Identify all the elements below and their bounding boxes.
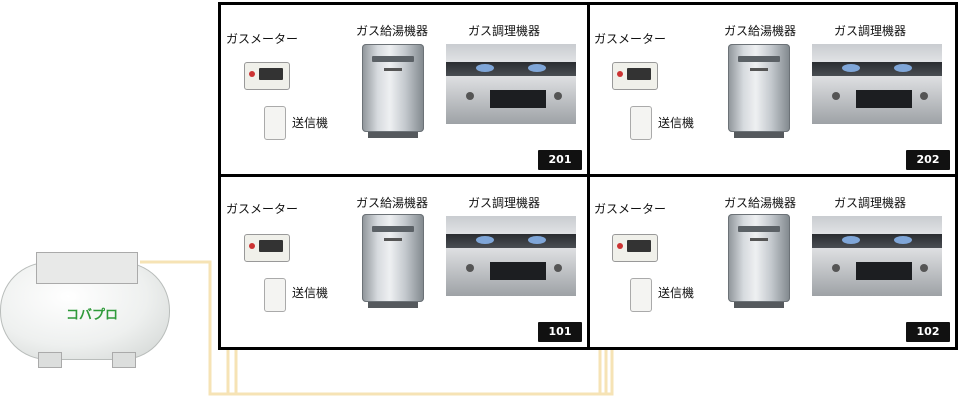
- transmitter-label: 送信機: [292, 286, 329, 300]
- gas-meter-icon: [244, 62, 290, 90]
- water-heater-label: ガス給湯機器: [356, 24, 429, 38]
- meter-label: ガスメーター: [594, 202, 667, 216]
- stove-icon: [446, 216, 576, 296]
- meter-label: ガスメーター: [594, 32, 667, 46]
- stove-label: ガス調理機器: [468, 24, 541, 38]
- stove-icon: [446, 44, 576, 124]
- transmitter-icon: [264, 278, 286, 312]
- room-number-tag: 201: [538, 150, 582, 170]
- transmitter-icon: [630, 278, 652, 312]
- water-heater-icon: [728, 44, 790, 138]
- water-heater-label: ガス給湯機器: [724, 196, 797, 210]
- transmitter-icon: [264, 106, 286, 140]
- gas-meter-icon: [612, 234, 658, 262]
- water-heater-icon: [728, 214, 790, 308]
- room-number-tag: 101: [538, 322, 582, 342]
- stove-icon: [812, 216, 942, 296]
- room-number-tag: 102: [906, 322, 950, 342]
- water-heater-label: ガス給湯機器: [724, 24, 797, 38]
- meter-label: ガスメーター: [226, 202, 299, 216]
- transmitter-icon: [630, 106, 652, 140]
- tank-logo: コバプロ: [66, 308, 119, 323]
- lp-gas-tank-icon: コバプロ: [0, 252, 170, 370]
- stove-label: ガス調理機器: [834, 196, 907, 210]
- transmitter-label: 送信機: [292, 116, 329, 130]
- stove-label: ガス調理機器: [834, 24, 907, 38]
- water-heater-label: ガス給湯機器: [356, 196, 429, 210]
- gas-meter-icon: [612, 62, 658, 90]
- water-heater-icon: [362, 44, 424, 138]
- stove-icon: [812, 44, 942, 124]
- meter-label: ガスメーター: [226, 32, 299, 46]
- room-number-tag: 202: [906, 150, 950, 170]
- transmitter-label: 送信機: [658, 116, 695, 130]
- stove-label: ガス調理機器: [468, 196, 541, 210]
- water-heater-icon: [362, 214, 424, 308]
- gas-meter-icon: [244, 234, 290, 262]
- transmitter-label: 送信機: [658, 286, 695, 300]
